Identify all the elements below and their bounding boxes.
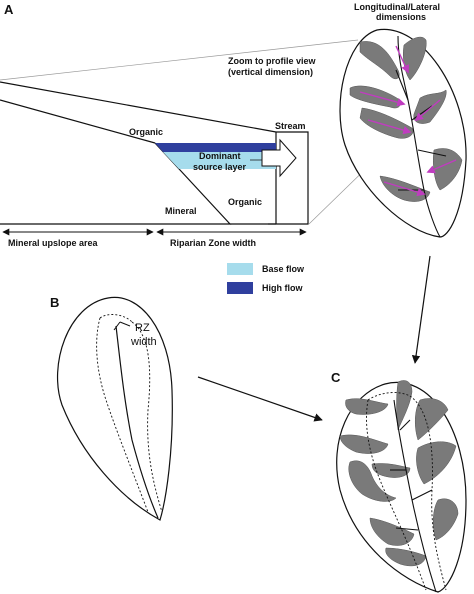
catchment-b: [56, 296, 173, 521]
zoom-label-line1: Zoom to profile view: [228, 56, 317, 66]
mineral-label: Mineral: [165, 206, 197, 216]
legend-swatch-high-flow: [227, 282, 253, 294]
arrow-b-to-c: [197, 376, 323, 422]
legend-label-high-flow: High flow: [262, 283, 303, 293]
legend-swatch-base-flow: [227, 263, 253, 275]
mineral-upslope-label: Mineral upslope area: [8, 238, 99, 248]
stream-outflow-arrow: [261, 138, 297, 178]
legend-label-base-flow: Base flow: [262, 264, 305, 274]
dominant-label-line2: source layer: [193, 162, 247, 172]
organic-top-label: Organic: [129, 127, 163, 137]
panel-a-label: A: [4, 2, 14, 17]
high-flow-layer: [155, 143, 276, 152]
zoom-connector-lines: [0, 39, 381, 225]
legend: Base flow High flow: [227, 263, 305, 294]
longitudinal-label-line1: Longitudinal/Lateral: [354, 2, 440, 12]
zoom-label-line2: (vertical dimension): [228, 67, 313, 77]
longitudinal-label-line2: dimensions: [376, 12, 426, 22]
catchment-c: [336, 380, 467, 593]
riparian-width-label: Riparian Zone width: [170, 238, 256, 248]
organic-bottom-label: Organic: [228, 197, 262, 207]
rz-label-line1: RZ: [135, 322, 150, 334]
plan-view-catchment: [339, 28, 467, 238]
dominant-label-line1: Dominant: [199, 151, 241, 161]
rz-label-line2: width: [130, 336, 157, 348]
stream-label: Stream: [275, 121, 306, 131]
arrow-a-to-c: [411, 255, 431, 364]
panel-c-label: C: [331, 370, 341, 385]
panel-b-label: B: [50, 295, 59, 310]
base-flow-layer: [163, 152, 276, 169]
